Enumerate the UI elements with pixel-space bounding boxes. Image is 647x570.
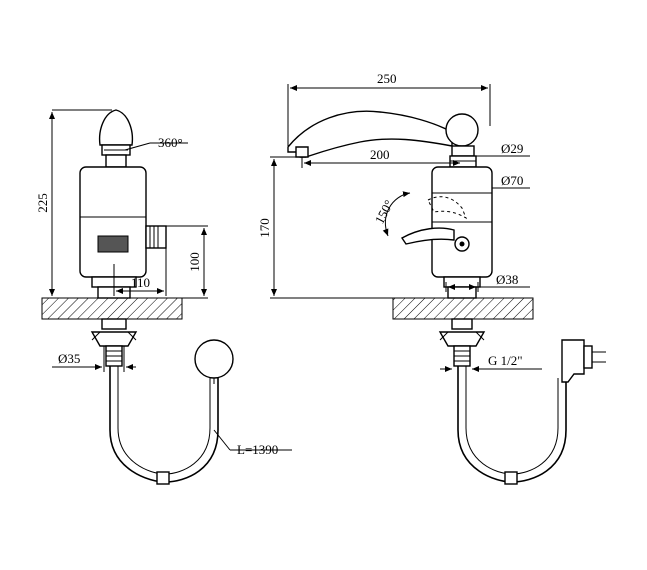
dim-diameter-38: Ø38 xyxy=(496,272,518,287)
dim-170: 170 xyxy=(257,218,272,238)
front-view-dimensions: 250 200 Ø29 170 Ø70 150° Ø38 G 1/2" xyxy=(257,71,542,372)
side-view xyxy=(41,109,234,485)
power-cable-right xyxy=(457,366,567,483)
dim-diameter-35: Ø35 xyxy=(58,351,80,366)
side-view-dimensions: 225 360° 100 110 Ø35 L=1390 xyxy=(35,109,292,457)
heater-body-left xyxy=(79,166,147,278)
countertop-left xyxy=(41,297,183,320)
dim-diameter-29: Ø29 xyxy=(501,141,523,156)
dim-360-deg: 360° xyxy=(158,135,183,150)
dim-200: 200 xyxy=(370,147,390,162)
display-window-left xyxy=(97,235,129,253)
front-view xyxy=(287,110,606,485)
dim-cable-length: L=1390 xyxy=(237,442,278,457)
dim-110: 110 xyxy=(131,275,150,290)
dim-angle-150: 150° xyxy=(372,197,397,226)
dim-250: 250 xyxy=(377,71,397,86)
power-cable-left xyxy=(109,366,219,483)
handle-knob-left xyxy=(98,109,134,146)
dim-225: 225 xyxy=(35,193,50,213)
schuko-plug xyxy=(561,339,585,383)
round-plug xyxy=(194,339,234,379)
lever-knob xyxy=(445,113,479,147)
handle-lever xyxy=(400,227,455,245)
dim-thread: G 1/2" xyxy=(488,353,523,368)
countertop-right xyxy=(392,297,534,320)
dim-diameter-70: Ø70 xyxy=(501,173,523,188)
dim-100: 100 xyxy=(187,252,202,272)
